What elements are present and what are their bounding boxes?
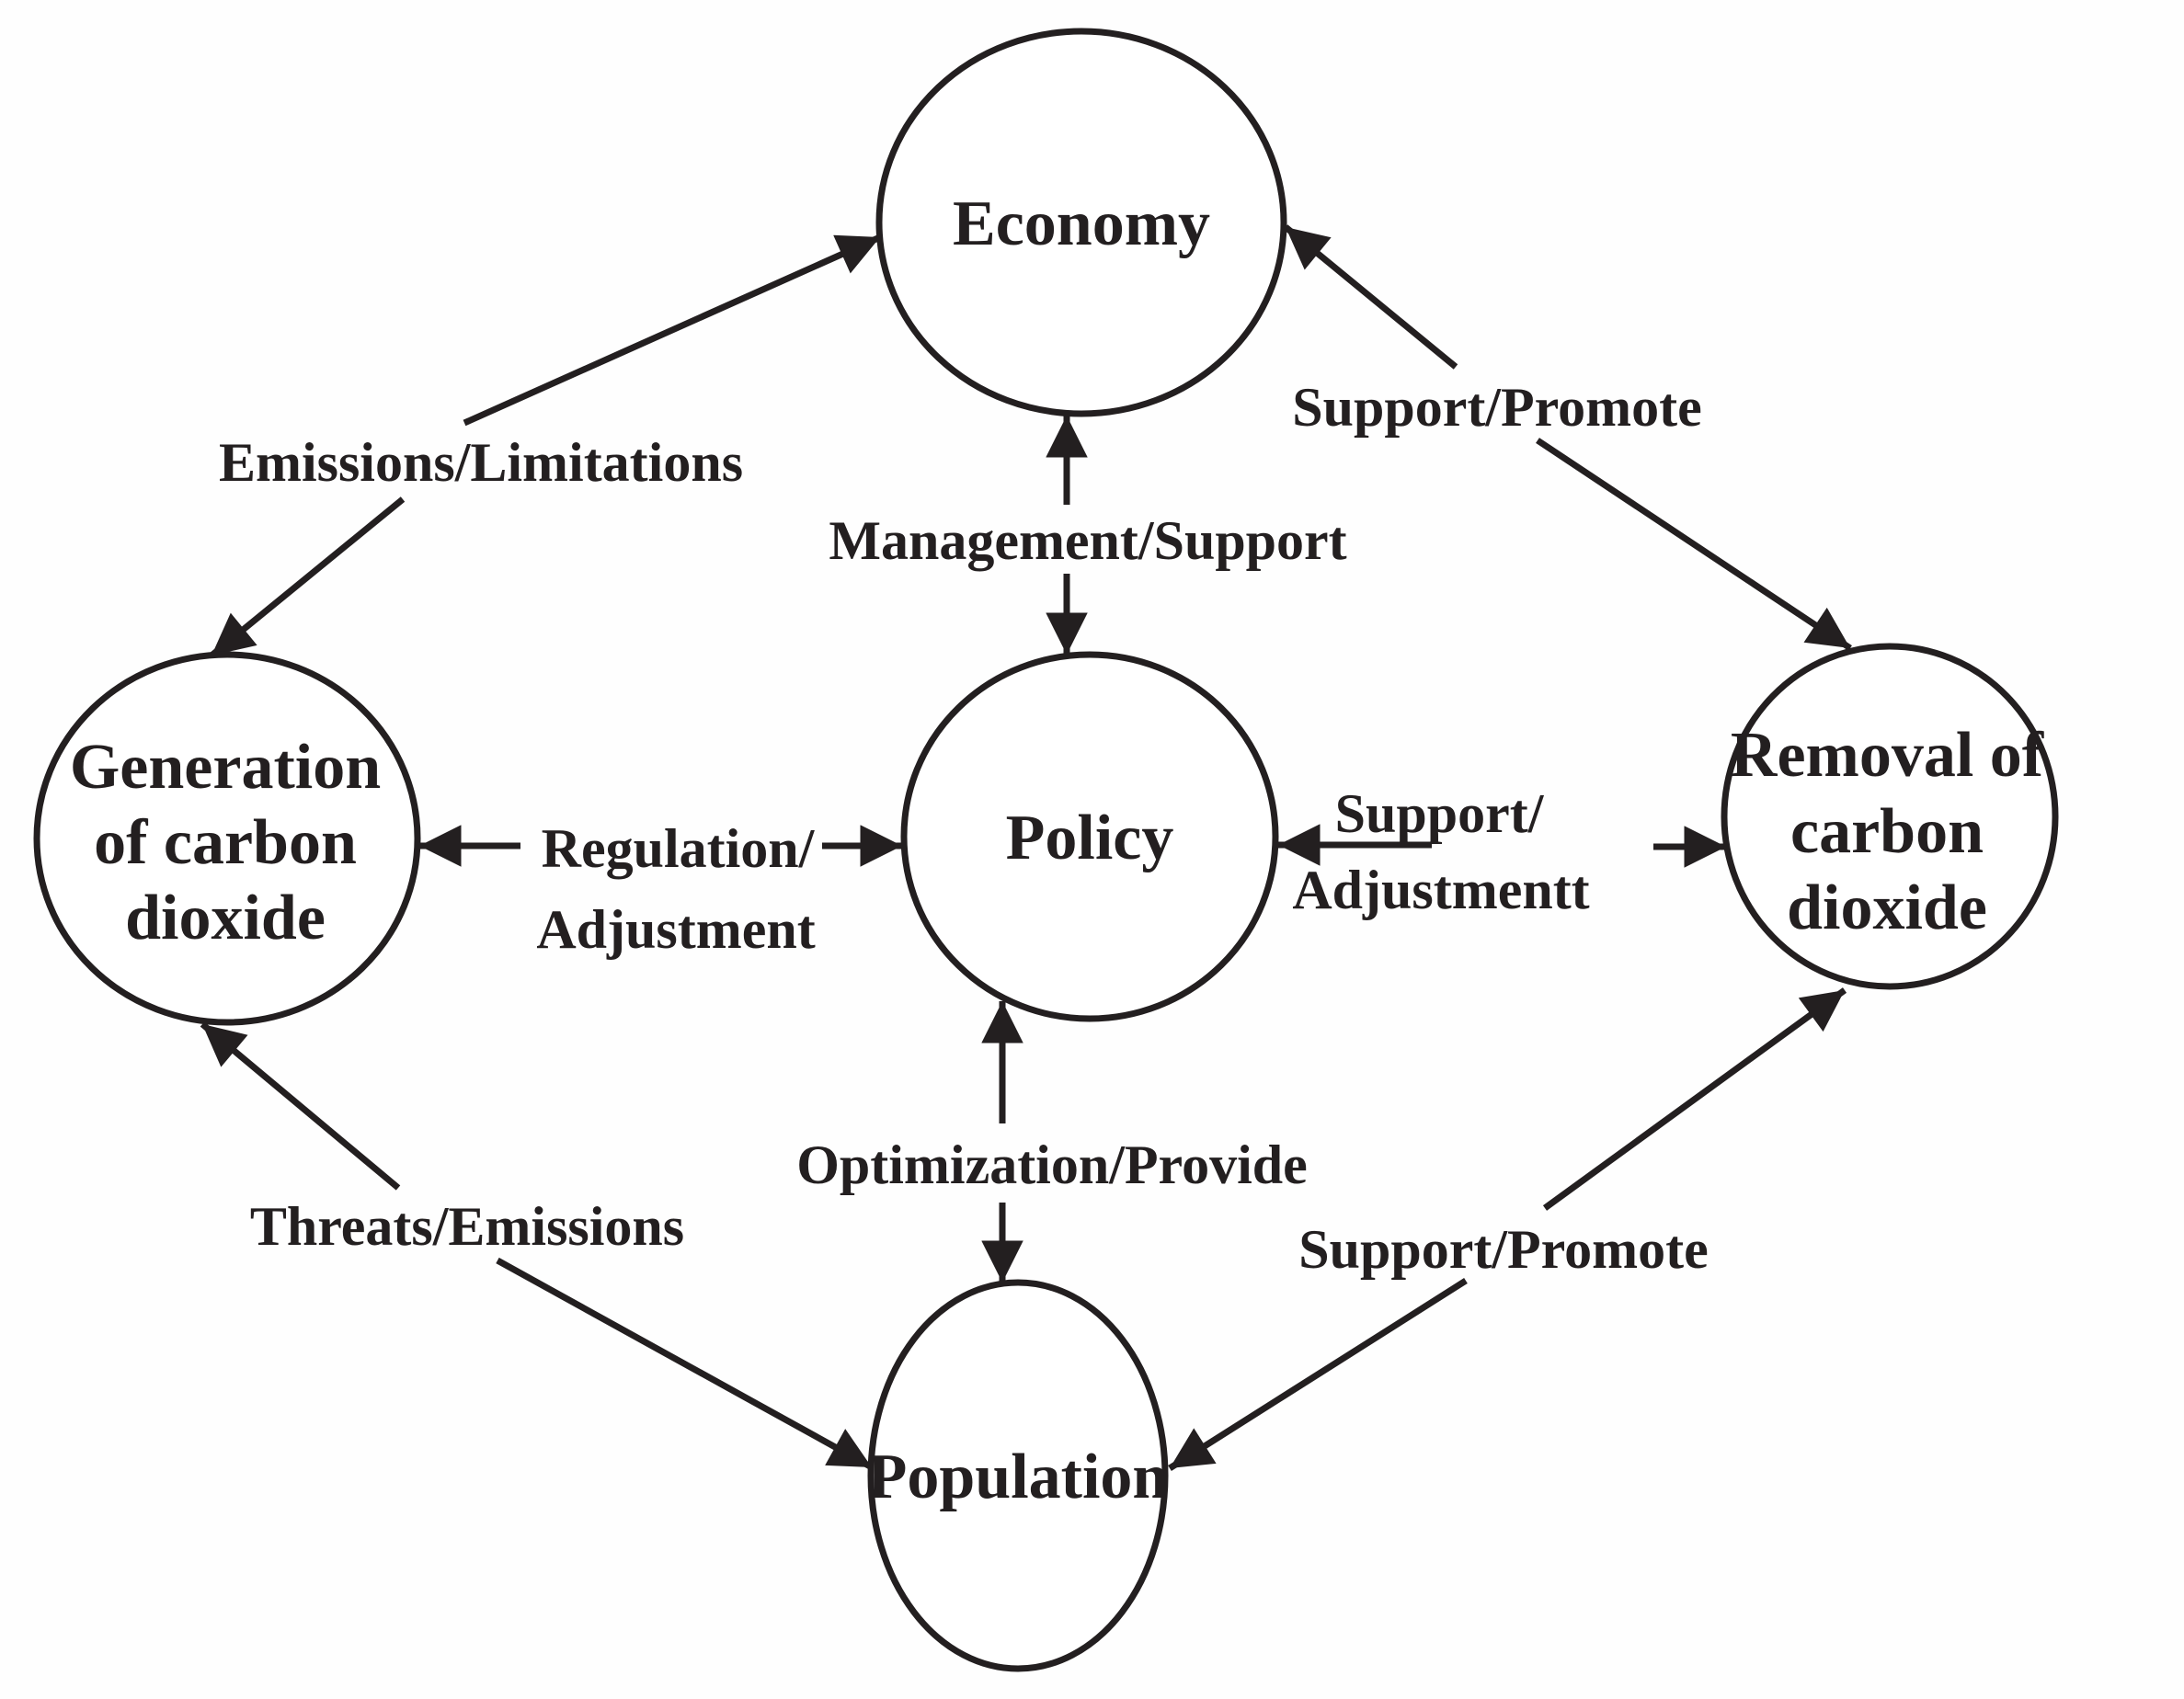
edge-label-regulation: Regulation/ [542, 818, 816, 879]
edge-label-management-support: Management/Support [829, 510, 1346, 571]
edge-economy-removal-arrow-to-removal [1536, 438, 1852, 651]
edge-label-support-slash: Support/ [1335, 783, 1545, 844]
edge-label-support-promote-top: Support/Promote [1292, 377, 1702, 438]
edge-label-threats-emissions: Threats/Emissions [250, 1196, 684, 1257]
node-policy-circle [900, 651, 1279, 1022]
edge-label-adjustmentt: Adjustmentt [1292, 860, 1589, 920]
edge-label-optimization-provide: Optimization/Provide [796, 1135, 1308, 1195]
node-population-circle [867, 1279, 1169, 1672]
node-removal-label-line1: Removal of [1731, 720, 2044, 791]
node-generation-label-line2: of carbon [94, 807, 357, 878]
node-removal-label-line3: dioxide [1787, 872, 1987, 943]
node-population-label: Population [868, 1442, 1169, 1512]
node-group [33, 28, 2059, 1672]
edge-generation-population-arrow-to-generation [200, 1021, 401, 1191]
node-removal-circle [1721, 643, 2059, 990]
edge-population-removal-arrow-to-population [1168, 1278, 1468, 1471]
node-generation-label-line1: Generation [70, 732, 381, 803]
edge-economy-removal-arrow-to-economy [1283, 224, 1458, 370]
node-generation-label-line3: dioxide [125, 883, 326, 953]
edge-label-emissions-limitations: Emissions/Limitations [219, 432, 743, 493]
node-economy-label: Economy [953, 188, 1210, 259]
node-generation-circle [33, 651, 421, 1026]
node-economy-circle [875, 28, 1287, 417]
edge-generation-economy-arrow-to-generation [209, 496, 406, 658]
node-policy-label: Policy [1006, 803, 1174, 873]
node-removal-label-line2: carbon [1790, 796, 1984, 867]
edge-label-support-promote-bottom: Support/Promote [1298, 1219, 1709, 1280]
edge-generation-economy-arrow-to-economy [463, 234, 882, 427]
label-group: Economy Generation of carbon dioxide Pol… [70, 188, 2044, 1512]
edge-population-removal-arrow-to-removal [1542, 987, 1847, 1211]
edge-group [200, 224, 1852, 1471]
edge-label-adjustment: Adjustment [536, 899, 815, 960]
edge-generation-population-arrow-to-population [496, 1257, 874, 1471]
